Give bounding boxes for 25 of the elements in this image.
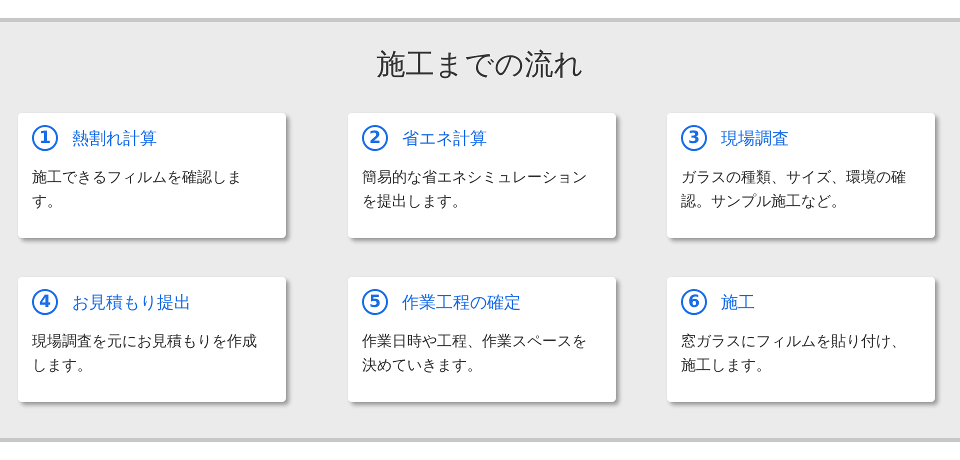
step-heading: 省エネ計算 (402, 128, 487, 150)
step-description: 簡易的な省エネシミュレーションを提出します。 (362, 167, 587, 212)
step-number: 3 (681, 125, 707, 151)
step-description: 現場調査を元にお見積もりを作成します。 (32, 331, 257, 376)
step-number: 5 (362, 289, 388, 315)
step-description: 窓ガラスにフィルムを貼り付け、施工します。 (681, 331, 906, 376)
step-number: 1 (32, 125, 58, 151)
step-number: 2 (362, 125, 388, 151)
step-heading: お見積もり提出 (72, 292, 191, 314)
step-heading: 作業工程の確定 (402, 292, 521, 314)
step-card (18, 113, 286, 238)
step-heading: 熱割れ計算 (72, 128, 157, 150)
step-heading: 現場調査 (721, 128, 789, 150)
step-card (348, 277, 616, 402)
step-heading: 施工 (721, 292, 755, 314)
step-card (667, 113, 935, 238)
step-card (348, 113, 616, 238)
step-description: ガラスの種類、サイズ、環境の確認。サンプル施工など。 (681, 167, 906, 212)
step-number: 6 (681, 289, 707, 315)
step-card (667, 277, 935, 402)
step-description: 施工できるフィルムを確認します。 (32, 167, 243, 212)
step-description: 作業日時や工程、作業スペースを決めていきます。 (362, 331, 587, 376)
step-card (18, 277, 286, 402)
step-number: 4 (32, 289, 58, 315)
title: 施工までの流れ (376, 46, 584, 83)
